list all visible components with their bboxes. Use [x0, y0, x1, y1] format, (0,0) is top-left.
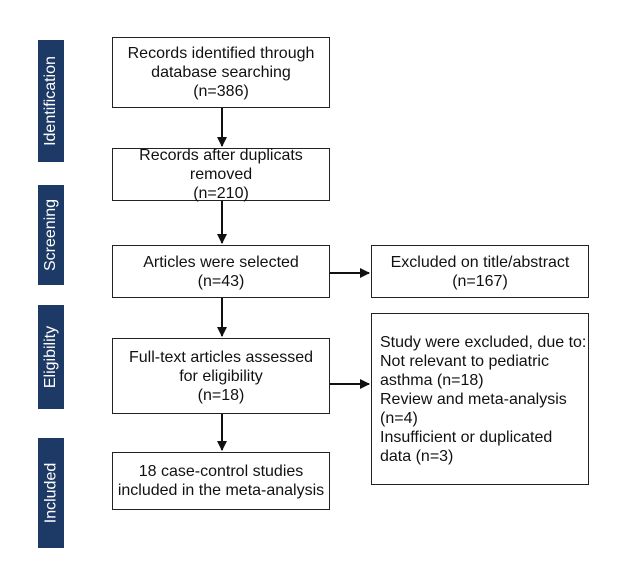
text-line: (n=43): [197, 272, 245, 290]
text-line: Review and meta-analysis: [380, 390, 567, 408]
stage-identification: Identification: [38, 40, 64, 162]
text-line: Articles were selected: [143, 253, 299, 271]
box-included-studies: 18 case-control studies included in the …: [112, 452, 330, 510]
text-line: (n=210): [193, 185, 249, 202]
text-line: Not relevant to pediatric: [380, 352, 549, 370]
box-fulltext-assessed: Full-text articles assessed for eligibil…: [112, 338, 330, 414]
text-line: Study were excluded, due to:: [380, 333, 587, 351]
text-line: included in the meta-analysis: [117, 482, 325, 499]
text-line: Records after duplicats removed: [139, 147, 303, 183]
box-records-deduplicated: Records after duplicats removed (n=210): [112, 147, 330, 202]
text-line: Excluded on title/abstract: [390, 253, 570, 271]
text-line: 18 case-control studies: [138, 463, 304, 480]
text-line: Insufficient or duplicated: [380, 428, 553, 446]
stage-included: Included: [38, 438, 64, 548]
text-line: database searching: [151, 64, 291, 81]
text-line: (n=386): [193, 83, 249, 100]
text-line: (n=4): [380, 409, 418, 427]
stage-eligibility: Eligibility: [38, 305, 64, 409]
box-excluded-title-abstract: Excluded on title/abstract (n=167): [371, 245, 589, 298]
box-exclusion-reasons: Study were excluded, due to: Not relevan…: [371, 313, 589, 485]
text-line: (n=167): [452, 272, 508, 290]
stage-screening: Screening: [38, 185, 64, 285]
text-line: Full-text articles assessed: [128, 348, 314, 366]
text-line: (n=18): [197, 386, 245, 404]
text-line: for eligibility: [179, 367, 263, 385]
text-line: data (n=3): [380, 447, 454, 465]
box-articles-selected: Articles were selected (n=43): [112, 245, 330, 298]
text-line: Records identified through: [127, 45, 315, 62]
text-line: asthma (n=18): [380, 371, 484, 389]
box-records-identified: Records identified through database sear…: [112, 37, 330, 108]
